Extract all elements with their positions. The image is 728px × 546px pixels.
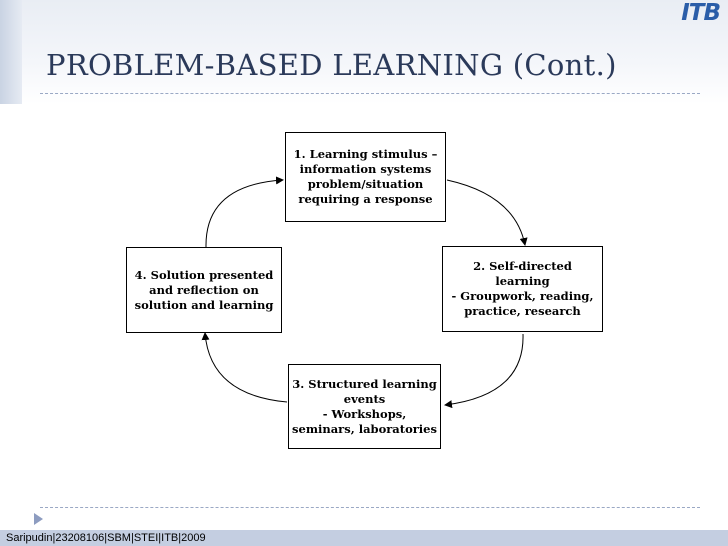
arrow-2-to-3 (444, 333, 524, 409)
stage-box-structured-learning: 3. Structured learning events - Workshop… (288, 364, 441, 449)
footer-triangle-icon (34, 513, 43, 525)
box-line: and reflection on (149, 282, 259, 297)
box-line: problem/situation (307, 177, 424, 191)
box-line: - Workshops, (322, 406, 407, 421)
arrow-3-to-4 (201, 332, 288, 403)
box-line: practice, research (464, 304, 581, 318)
box-line: seminars, laboratories (292, 421, 437, 436)
footer-bar (0, 530, 728, 546)
arrow-1-to-2 (446, 179, 528, 246)
box-line: 4. Solution presented (134, 267, 274, 282)
box-line: learning (495, 274, 550, 288)
box-line: - Groupwork, reading, (451, 289, 594, 303)
box-line: 2. Self-directed (473, 259, 572, 273)
stage-box-learning-stimulus: 1. Learning stimulus – information syste… (285, 132, 446, 222)
box-line: information systems (299, 162, 432, 176)
stage-box-solution-presented: 4. Solution presented and reflection on … (126, 247, 282, 333)
slide-header (0, 0, 728, 104)
footer-credit: Saripudin|23208106|SBM|STEI|ITB|2009 (6, 532, 206, 544)
title-divider (40, 93, 700, 94)
stage-box-self-directed-learning: 2. Self-directed learning - Groupwork, r… (442, 246, 603, 332)
box-line: 3. Structured learning (292, 376, 437, 391)
header-accent-bar (0, 0, 22, 104)
arrow-4-to-1 (205, 176, 284, 248)
box-line: solution and learning (134, 297, 274, 312)
box-line: events (343, 391, 386, 406)
slide-title: PROBLEM-BASED LEARNING (Cont.) (46, 48, 617, 82)
box-line: 1. Learning stimulus – (293, 147, 438, 161)
box-line: requiring a response (298, 192, 433, 206)
itb-logo: ITB (681, 0, 721, 26)
footer-divider (40, 507, 700, 508)
